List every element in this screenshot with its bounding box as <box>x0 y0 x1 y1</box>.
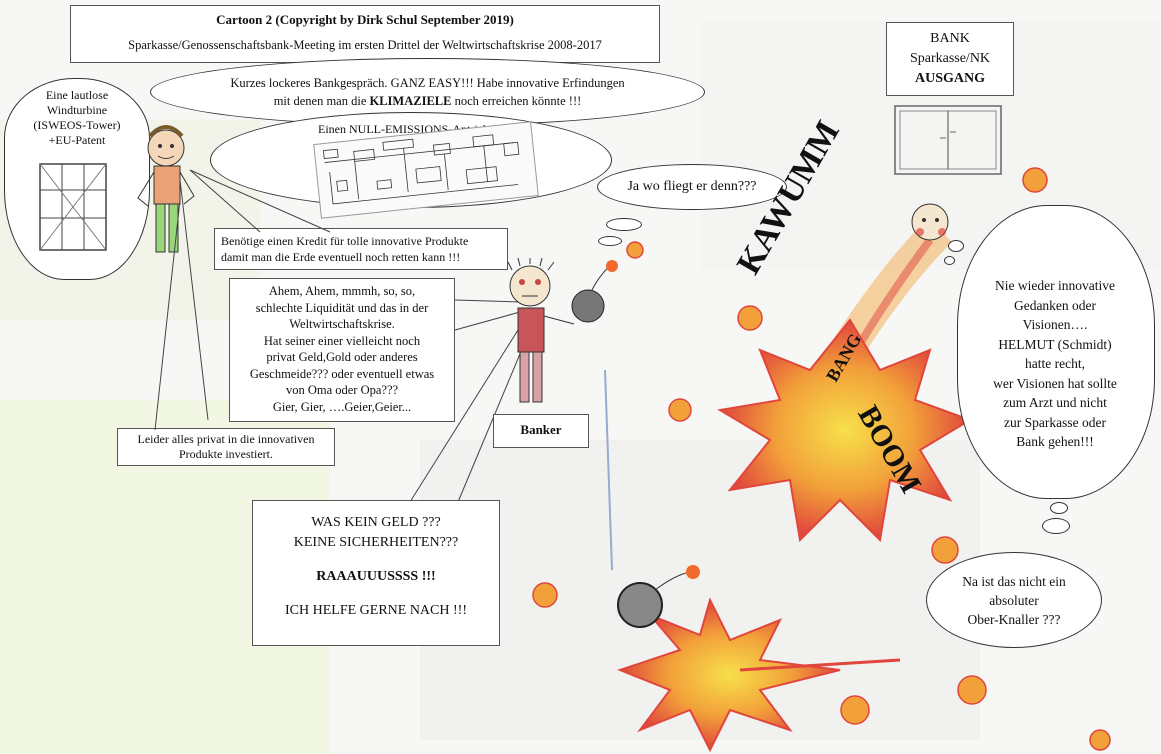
knaller-thought-cloud: Na ist das nicht ein absoluter Ober-Knal… <box>926 552 1102 648</box>
bank-exit-sign: BANK Sparkasse/NK AUSGANG <box>886 22 1014 96</box>
leider-line2: Produkte investiert. <box>179 447 273 461</box>
kein-geld-line2: KEINE SICHERHEITEN??? <box>293 535 459 550</box>
banker-speech-line2: schlechte Liquidität und das in der <box>255 300 429 315</box>
banker-speech-line5: privat Geld,Gold oder anderes <box>266 350 418 364</box>
knaller-line1: Na ist das nicht ein <box>962 573 1066 589</box>
exit-door-drawing <box>894 105 1002 175</box>
banker-speech-line8: Gier, Gier, ….Geier,Geier... <box>272 399 412 414</box>
banker-speech-line7: von Oma oder Opa??? <box>285 383 399 397</box>
kein-geld-box: WAS KEIN GELD ??? KEINE SICHERHEITEN??? … <box>252 500 500 646</box>
helmut-thought-cloud <box>957 205 1155 499</box>
inventor-figure <box>137 125 195 253</box>
kredit-line1: Benötige einen Kredit für tolle innovati… <box>221 234 469 248</box>
bank-sign-line3: AUSGANG <box>914 71 985 86</box>
cartoon-subtitle: Sparkasse/Genossenschaftsbank-Meeting im… <box>128 38 602 52</box>
header-box: Cartoon 2 (Copyright by Dirk Schul Septe… <box>70 5 660 63</box>
ja-wo-cloud: Ja wo fliegt er denn??? <box>597 164 787 210</box>
bank-sign-line2: Sparkasse/NK <box>909 51 991 66</box>
helmut-line3: Visionen…. <box>1022 317 1088 332</box>
knaller-line3: Ober-Knaller ??? <box>967 611 1061 627</box>
thought-line2: mit denen man die KLIMAZIELE noch erreic… <box>273 94 582 108</box>
kein-geld-line4: ICH HELFE GERNE NACH !!! <box>285 603 467 618</box>
helmut-line8: zur Sparkasse oder <box>1004 414 1106 430</box>
helmut-thought-text: Nie wieder innovative Gedanken oder Visi… <box>967 276 1143 452</box>
helmut-line5: hatte recht, <box>1025 356 1085 371</box>
windturbine-label: Eine lautlose Windturbine (ISWEOS-Tower)… <box>14 88 140 148</box>
banker-label: Banker <box>493 414 589 448</box>
schematic-drawing <box>313 121 539 219</box>
banker-speech-line3: Weltwirtschaftskrise. <box>289 317 395 331</box>
banker-speech-line6: Geschmeide??? oder eventuell etwas <box>249 366 435 381</box>
windturbine-label-line2: Windturbine <box>46 103 108 117</box>
knaller-line2: absoluter <box>989 592 1039 608</box>
ja-wo-bubble-tiny <box>598 236 622 246</box>
thought-line1: Kurzes lockeres Bankgespräch. GANZ EASY!… <box>230 76 625 90</box>
ja-wo-bubble-small <box>606 218 642 231</box>
helmut-bubble-tiny <box>944 256 955 265</box>
kredit-request-box: Benötige einen Kredit für tolle innovati… <box>214 228 508 270</box>
helmut-line1: Nie wieder innovative <box>995 278 1115 293</box>
kein-geld-line3: RAAAUUUSSSS !!! <box>316 569 436 584</box>
banker-figure <box>507 258 618 403</box>
helmut-line9: Bank gehen!!! <box>1016 434 1094 449</box>
banker-speech-box: Ahem, Ahem, mmmh, so, so, schlechte Liqu… <box>229 278 455 422</box>
ja-wo-text: Ja wo fliegt er denn??? <box>627 179 757 194</box>
windturbine-drawing <box>39 163 107 251</box>
bank-sign-line1: BANK <box>930 31 970 46</box>
kein-geld-line1: WAS KEIN GELD ??? <box>311 515 441 530</box>
windturbine-label-line1: Eine lautlose <box>45 88 109 102</box>
leider-box: Leider alles privat in die innovativen P… <box>117 428 335 466</box>
banker-speech-line4: Hat seiner einer vielleicht noch <box>263 333 421 348</box>
helmut-line2: Gedanken oder <box>1013 297 1097 313</box>
helmut-line7: zum Arzt und nicht <box>1003 395 1107 410</box>
helmut-bubble-small <box>948 240 964 252</box>
cartoon-title: Cartoon 2 (Copyright by Dirk Schul Septe… <box>216 12 514 27</box>
banker-speech-line1: Ahem, Ahem, mmmh, so, so, <box>268 284 416 298</box>
knaller-bubble-1 <box>1042 518 1070 534</box>
windturbine-label-line3: (ISWEOS-Tower) <box>33 118 121 132</box>
leider-line1: Leider alles privat in die innovativen <box>137 432 315 446</box>
helmut-line4: HELMUT (Schmidt) <box>998 336 1112 352</box>
knaller-bubble-2 <box>1050 502 1068 514</box>
kredit-line2: damit man die Erde eventuell noch retten… <box>221 250 461 264</box>
helmut-line6: wer Visionen hat sollte <box>993 375 1117 391</box>
windturbine-cloud <box>4 78 150 280</box>
windturbine-label-line4: +EU-Patent <box>48 133 106 147</box>
